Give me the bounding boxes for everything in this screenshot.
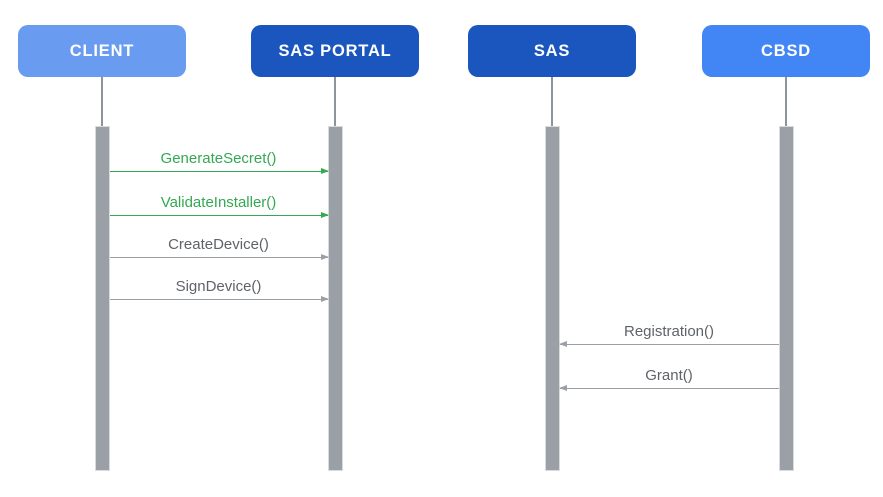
activation-bar-sas bbox=[544, 126, 560, 471]
message-arrowhead bbox=[320, 253, 329, 260]
message-label: ValidateInstaller() bbox=[160, 194, 277, 211]
message-line bbox=[558, 384, 779, 391]
activation-bar-sas-portal bbox=[327, 126, 343, 471]
message-arrowhead bbox=[320, 167, 329, 174]
message-generatesecret: GenerateSecret() bbox=[109, 150, 329, 176]
message-line bbox=[109, 253, 329, 260]
message-label: GenerateSecret() bbox=[160, 150, 277, 167]
message-label: SignDevice() bbox=[175, 278, 262, 295]
message-label: CreateDevice() bbox=[168, 236, 269, 253]
message-arrowhead bbox=[558, 340, 567, 347]
message-registration: Registration() bbox=[558, 323, 779, 349]
message-signdevice: SignDevice() bbox=[109, 278, 329, 304]
lifeline-sas bbox=[551, 77, 553, 126]
actor-box-sas-portal: SAS PORTAL bbox=[251, 25, 419, 77]
message-arrowhead bbox=[320, 295, 329, 302]
actor-box-cbsd: CBSD bbox=[702, 25, 870, 77]
message-arrowhead bbox=[320, 211, 329, 218]
message-grant: Grant() bbox=[558, 367, 779, 393]
lifeline-client bbox=[101, 77, 103, 126]
lifeline-cbsd bbox=[785, 77, 787, 126]
message-line bbox=[109, 211, 329, 218]
message-label: Registration() bbox=[623, 323, 715, 340]
message-line bbox=[558, 340, 779, 347]
message-line bbox=[109, 167, 329, 174]
message-arrowhead bbox=[558, 384, 567, 391]
message-label: Grant() bbox=[645, 367, 693, 384]
message-line bbox=[109, 295, 329, 302]
message-createdevice: CreateDevice() bbox=[109, 236, 329, 262]
actor-box-client: CLIENT bbox=[18, 25, 186, 77]
activation-bar-cbsd bbox=[778, 126, 794, 471]
actor-box-sas: SAS bbox=[468, 25, 636, 77]
message-validateinstaller: ValidateInstaller() bbox=[109, 194, 329, 220]
activation-bar-client bbox=[94, 126, 110, 471]
lifeline-sas-portal bbox=[334, 77, 336, 126]
